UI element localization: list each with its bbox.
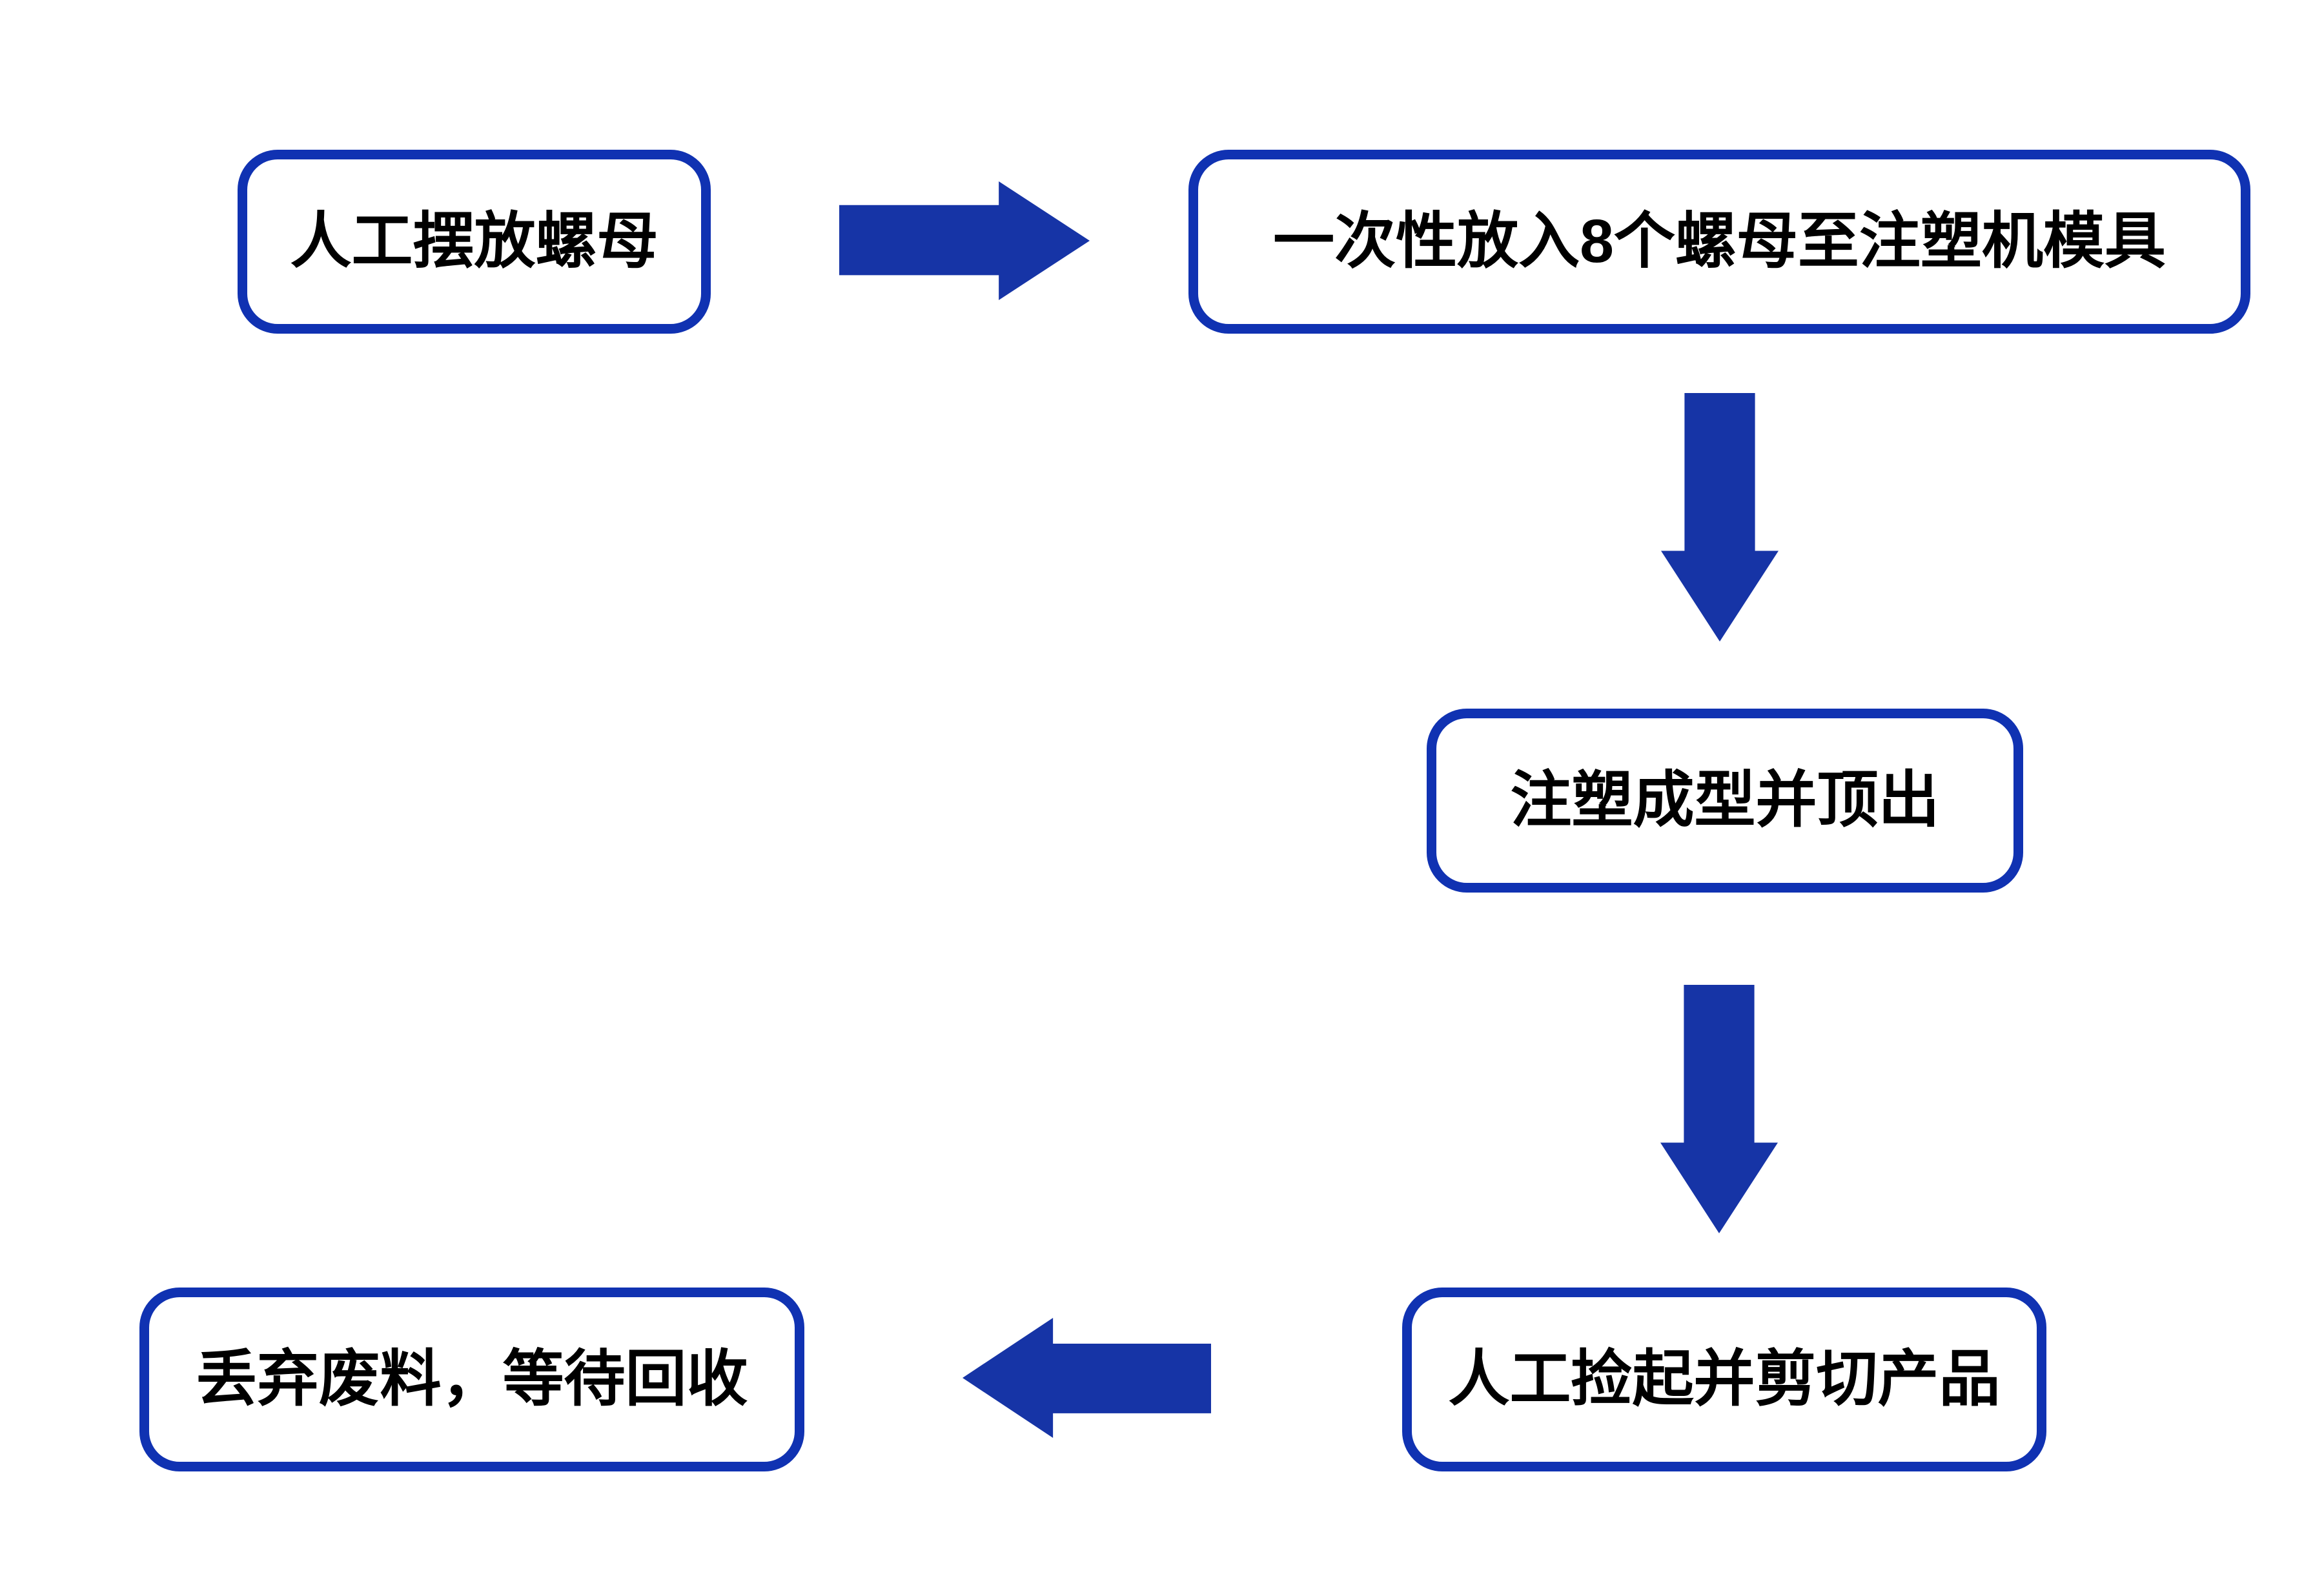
node-place-nuts-label: 人工摆放螺母 [290,207,658,276]
arrow-down-icon-1 [1661,393,1779,642]
node-injection-molding: 注塑成型并顶出 [1427,709,2023,893]
node-insert-8-nuts: 一次性放入8个螺母至注塑机模具 [1188,150,2250,334]
arrow-down-icon-2 [1660,985,1778,1233]
node-discard-waste-label: 丢弃废料，等待回收 [196,1345,748,1414]
arrow-right-icon [839,181,1090,300]
node-pickup-and-cut-label: 人工捡起并剪切产品 [1448,1345,2001,1414]
node-insert-8-nuts-label: 一次性放入8个螺母至注塑机模具 [1273,207,2166,276]
node-discard-waste: 丢弃废料，等待回收 [139,1288,804,1471]
node-pickup-and-cut: 人工捡起并剪切产品 [1402,1288,2046,1471]
node-injection-molding-label: 注塑成型并顶出 [1510,766,1940,835]
node-place-nuts: 人工摆放螺母 [238,150,711,334]
arrow-left-icon [963,1318,1211,1438]
